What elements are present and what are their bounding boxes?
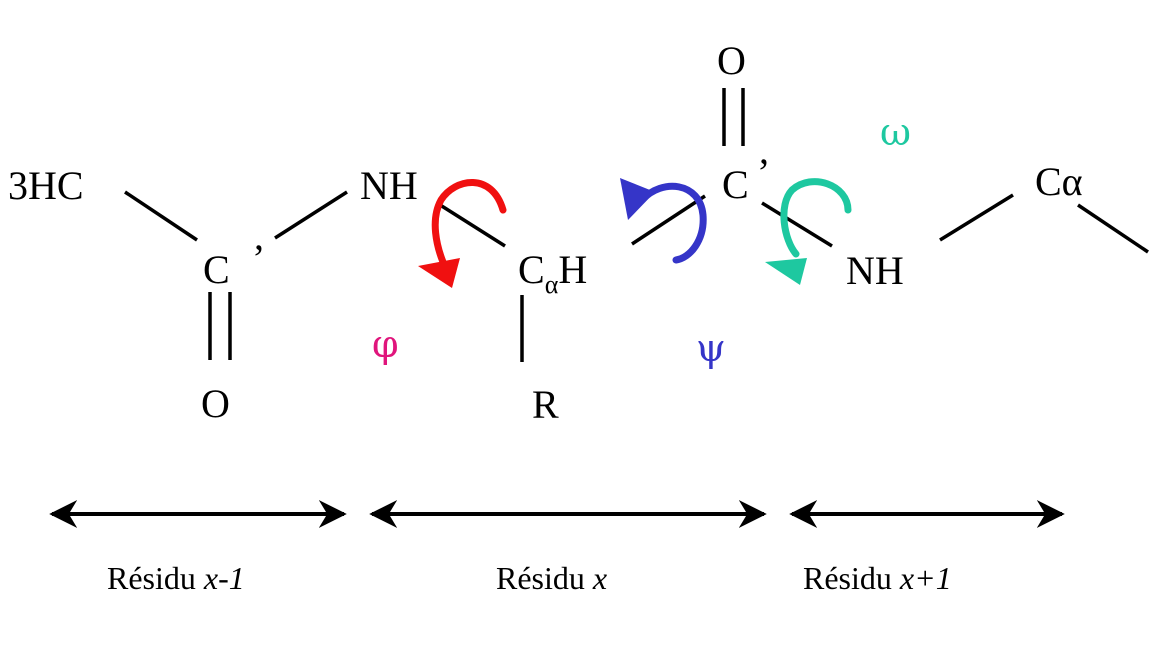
atom-calpha: CαH — [518, 247, 587, 299]
bond-calpha-next-continue — [1077, 203, 1149, 254]
atom-calpha-next: Cα — [1035, 159, 1083, 204]
omega-arrowhead — [765, 258, 807, 285]
atom-carbonyl-c1: C — [203, 247, 230, 292]
omega-rotation-arrow — [780, 178, 852, 258]
atom-nh1: NH — [360, 163, 418, 208]
phi-arrowhead — [418, 258, 460, 288]
psi-symbol: ψ — [696, 326, 726, 370]
residue-label-3: Résidu x+1 — [803, 560, 952, 596]
atom-carbonyl-o1: O — [201, 381, 230, 426]
bond-calpha-c2 — [631, 194, 706, 246]
bond-c1-nh1 — [274, 190, 348, 240]
atom-carbonyl-c2-prime: ’ — [757, 150, 770, 195]
residue-label-2: Résidu x — [496, 560, 607, 596]
atom-methyl: 3HC — [8, 163, 84, 208]
atom-nh2: NH — [846, 248, 904, 293]
phi-rotation-arrow — [431, 179, 507, 266]
atom-side-chain: R — [532, 382, 559, 427]
atom-carbonyl-c1-prime: ’ — [252, 236, 265, 281]
bond-c2-nh2 — [761, 201, 833, 248]
residue-label-1: Résidu x-1 — [107, 560, 245, 596]
psi-rotation-arrow — [638, 182, 707, 264]
bond-nh2-calpha-next — [939, 193, 1014, 242]
bond-methyl-c1 — [124, 190, 198, 242]
bond-nh1-calpha — [436, 201, 506, 248]
atom-carbonyl-c2: C — [722, 162, 749, 207]
omega-symbol: ω — [880, 110, 911, 154]
psi-arrowhead — [620, 178, 655, 220]
atom-carbonyl-o2: O — [717, 38, 746, 83]
phi-symbol: φ — [372, 322, 399, 366]
